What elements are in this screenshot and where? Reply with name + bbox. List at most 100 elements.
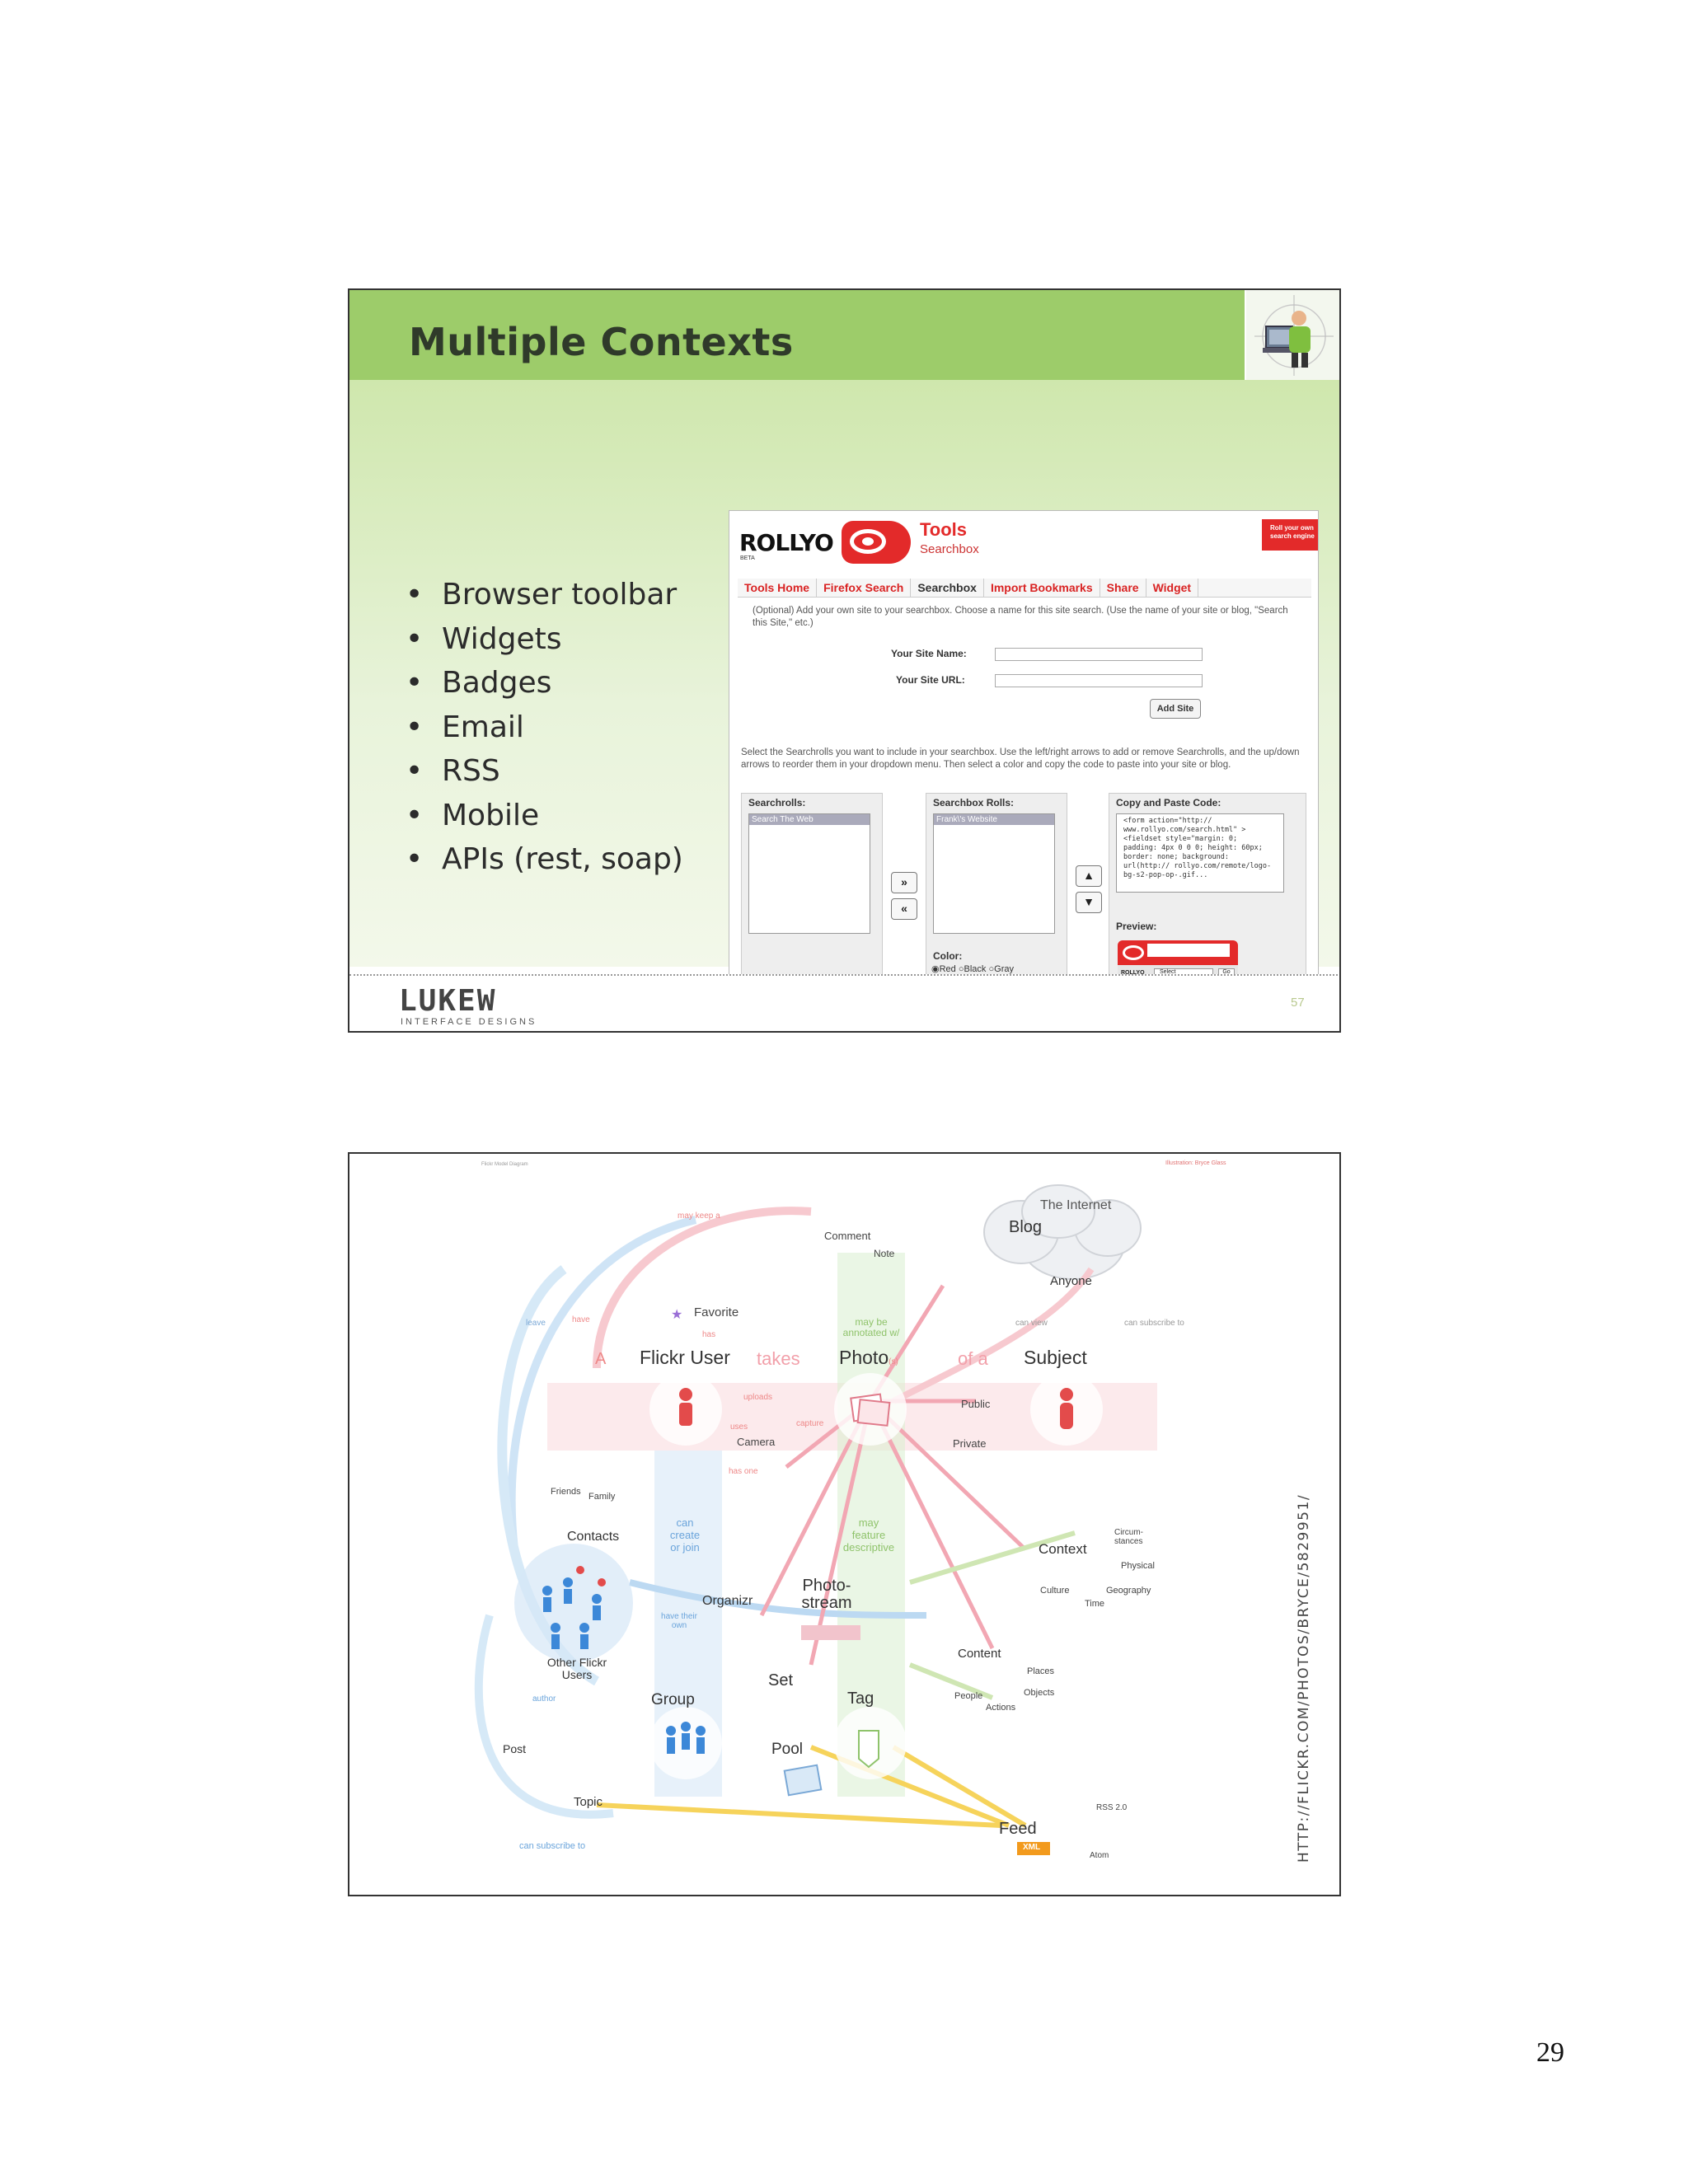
nav-import-bookmarks[interactable]: Import Bookmarks	[984, 579, 1100, 597]
site-url-input[interactable]	[995, 674, 1203, 687]
add-site-button[interactable]: Add Site	[1150, 699, 1201, 719]
move-down-button[interactable]: ▼	[1076, 892, 1102, 913]
flickr-diagram-background: ★	[474, 1184, 1157, 1855]
instructions-text: Select the Searchrolls you want to inclu…	[741, 748, 1300, 770]
lukew-logo: LUKEW	[399, 984, 497, 1018]
rollyo-searchbox-screenshot: ROLLYO BETA Tools Searchbox Roll your ow…	[729, 510, 1319, 1010]
page-number: 29	[1536, 2037, 1564, 2068]
bullet-item: Email	[406, 710, 683, 755]
tools-nav: Tools Home Firefox Search Searchbox Impo…	[738, 579, 1311, 598]
node-atom: Atom	[1090, 1851, 1109, 1860]
node-places: Places	[1027, 1666, 1055, 1676]
edge-can-view: can view	[1015, 1319, 1048, 1328]
label-takes: takes	[757, 1348, 800, 1369]
edge-uses: uses	[730, 1422, 748, 1432]
edge-has-one: has one	[729, 1467, 758, 1476]
radio-gray-icon[interactable]: ○	[988, 964, 995, 974]
node-the-internet: The Internet	[1040, 1198, 1112, 1212]
edge-can-subscribe-to-bottom: can subscribe to	[519, 1841, 586, 1851]
diagram-header-left: Flickr Model Diagram	[481, 1162, 528, 1167]
searchbox-rolls-list[interactable]: Frank\'s Website	[933, 813, 1055, 934]
node-physical: Physical	[1121, 1561, 1155, 1571]
node-contacts: Contacts	[567, 1530, 620, 1544]
node-rss: RSS 2.0	[1096, 1803, 1128, 1812]
bullet-item: Mobile	[406, 799, 683, 843]
move-up-button[interactable]: ▲	[1076, 865, 1102, 887]
node-anyone: Anyone	[1050, 1274, 1092, 1288]
edge-can-create-or-join: can create or join	[669, 1516, 701, 1554]
user-computer-icon	[1246, 290, 1339, 380]
radio-red-icon[interactable]: ◉	[931, 964, 940, 974]
add-arrow-button[interactable]: »	[891, 872, 917, 893]
node-tag: Tag	[847, 1690, 874, 1708]
node-content: Content	[958, 1647, 1001, 1661]
node-geography: Geography	[1106, 1586, 1151, 1596]
preview-search-input[interactable]	[1147, 944, 1230, 957]
node-subject: Subject	[1024, 1347, 1087, 1368]
searchbox-rolls-label: Searchbox Rolls:	[933, 797, 1015, 808]
node-friends: Friends	[551, 1487, 581, 1497]
node-photostream: Photo-stream	[801, 1577, 852, 1612]
node-comment: Comment	[824, 1230, 871, 1242]
photo-credit: HTTP://FLICKR.COM/PHOTOS/BRYCE/5829951/	[1296, 1493, 1312, 1863]
searchbox-rolls-item[interactable]: Frank\'s Website	[934, 814, 1054, 825]
embed-code-textarea[interactable]: <form action="http:// www.rollyo.com/sea…	[1116, 813, 1284, 893]
copy-paste-label: Copy and Paste Code:	[1116, 797, 1221, 808]
node-public: Public	[961, 1398, 991, 1410]
slide-body: Browser toolbar Widgets Badges Email RSS…	[349, 380, 1339, 1010]
bullet-item: Widgets	[406, 622, 683, 667]
searchrolls-item[interactable]: Search The Web	[749, 814, 870, 825]
radio-black-icon[interactable]: ○	[958, 964, 964, 974]
nav-tools-home[interactable]: Tools Home	[738, 579, 818, 597]
slide-multiple-contexts: Multiple Contexts Browser toolbar Widget…	[348, 288, 1341, 1033]
remove-arrow-button[interactable]: «	[891, 898, 917, 920]
bullet-item: RSS	[406, 754, 683, 799]
node-photo-label: Photo	[839, 1347, 889, 1368]
color-black: Black	[964, 964, 987, 974]
nav-searchbox[interactable]: Searchbox	[911, 579, 984, 597]
slide-flickr-model-diagram: ★ Flickr Model Diagram Illustration: Bry…	[348, 1152, 1341, 1896]
node-feed: Feed	[999, 1820, 1037, 1838]
slide-footer: LUKEW INTERFACE DESIGNS 57	[349, 974, 1339, 1031]
preview-logo: ROLLYO	[1121, 970, 1145, 976]
bullet-item: APIs (rest, soap)	[406, 842, 683, 887]
searchrolls-panel: Searchrolls: Search The Web	[741, 793, 883, 1009]
node-set: Set	[768, 1671, 794, 1690]
site-name-input[interactable]	[995, 648, 1203, 661]
node-actions: Actions	[986, 1703, 1016, 1713]
diagram-header-right: Illustration: Bryce Glass	[1165, 1160, 1226, 1166]
nav-firefox-search[interactable]: Firefox Search	[817, 579, 912, 597]
bullet-item: Badges	[406, 666, 683, 710]
searchrolls-list[interactable]: Search The Web	[748, 813, 870, 934]
label-a: A	[595, 1350, 607, 1368]
searchrolls-label: Searchrolls:	[748, 797, 806, 808]
edge-may-keep-a: may keep a	[678, 1212, 720, 1221]
nav-widget[interactable]: Widget	[1146, 579, 1199, 597]
node-family: Family	[588, 1492, 616, 1502]
node-blog: Blog	[1009, 1218, 1043, 1236]
node-photo-plural: (s)	[889, 1357, 898, 1366]
slide-title: Multiple Contexts	[409, 320, 794, 364]
node-time: Time	[1085, 1599, 1105, 1609]
node-note: Note	[874, 1248, 895, 1259]
bullet-list: Browser toolbar Widgets Badges Email RSS…	[406, 578, 683, 887]
edge-may-be-annotated: may be annotated w/	[842, 1316, 900, 1338]
node-objects: Objects	[1024, 1688, 1055, 1698]
edge-leave: leave	[526, 1319, 546, 1328]
roll-your-own-button[interactable]: Roll your own search engine	[1262, 519, 1318, 551]
node-post: Post	[503, 1742, 527, 1755]
slide-number: 57	[1291, 996, 1305, 1010]
site-url-label: Your Site URL:	[896, 674, 965, 686]
edge-can-subscribe-to: can subscribe to	[1124, 1319, 1184, 1328]
beta-label: BETA	[740, 555, 755, 561]
rollyo-logo: ROLLYO	[739, 529, 834, 556]
preview-target-icon	[1123, 945, 1144, 960]
edge-has: has	[702, 1330, 716, 1339]
searchbox-rolls-panel: Searchbox Rolls: Frank\'s Website Color:…	[926, 793, 1067, 1009]
svg-text:★: ★	[671, 1308, 682, 1322]
xml-badge: XML	[1023, 1843, 1041, 1852]
label-of-a: of a	[958, 1348, 988, 1369]
edge-author: author	[532, 1694, 556, 1704]
nav-share[interactable]: Share	[1100, 579, 1146, 597]
edge-capture: capture	[796, 1419, 824, 1428]
